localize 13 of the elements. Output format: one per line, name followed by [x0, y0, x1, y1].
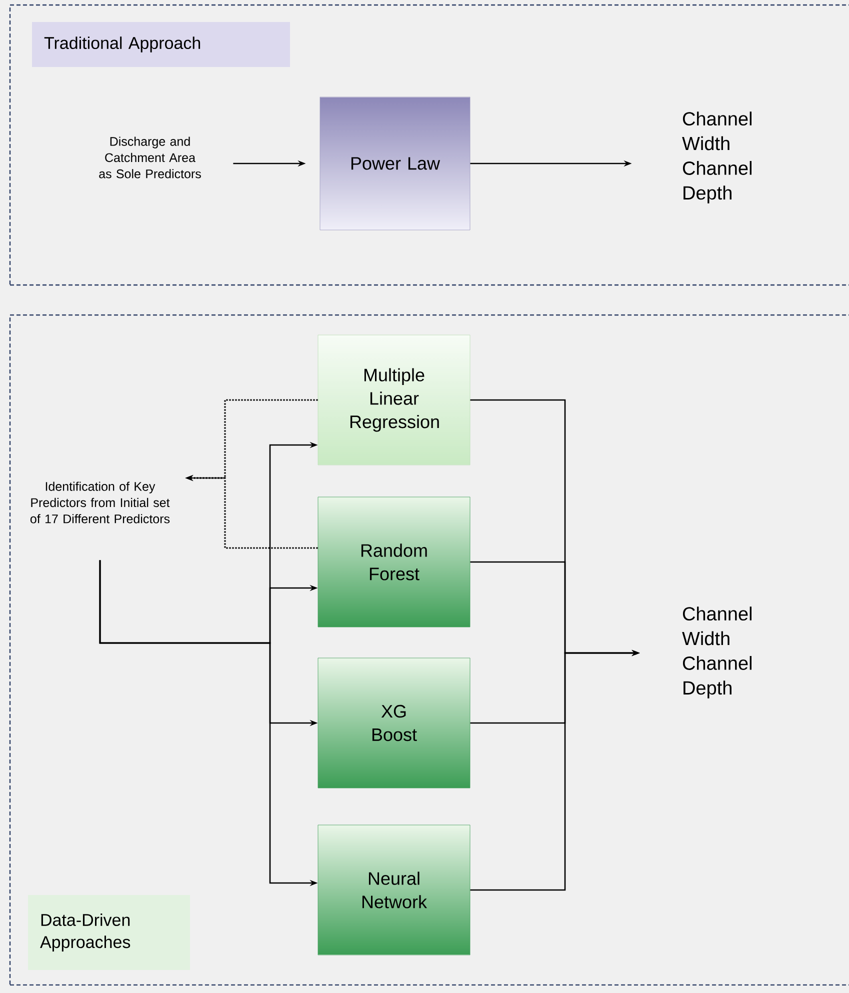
- dashed-panel: [9, 4, 849, 286]
- model-box: Neural Network: [318, 824, 470, 956]
- heading-tag: Data-Driven Approaches: [28, 895, 190, 970]
- input-text: Identification of Key Predictors from Initial set of 17 Different Predictors: [30, 482, 170, 524]
- model-box: Power Law: [320, 96, 470, 230]
- model-box: Multiple Linear Regression: [318, 334, 470, 466]
- input-text: Discharge and Catchment Area as Sole Predictors: [99, 136, 201, 178]
- output-text: Channel Width Channel Depth: [682, 112, 752, 204]
- dashed-panel: [9, 314, 849, 986]
- model-box: Random Forest: [318, 496, 470, 628]
- heading-tag: Traditional Approach: [32, 22, 290, 67]
- model-box: XG Boost: [318, 658, 470, 788]
- output-text: Channel Width Channel Depth: [682, 606, 752, 698]
